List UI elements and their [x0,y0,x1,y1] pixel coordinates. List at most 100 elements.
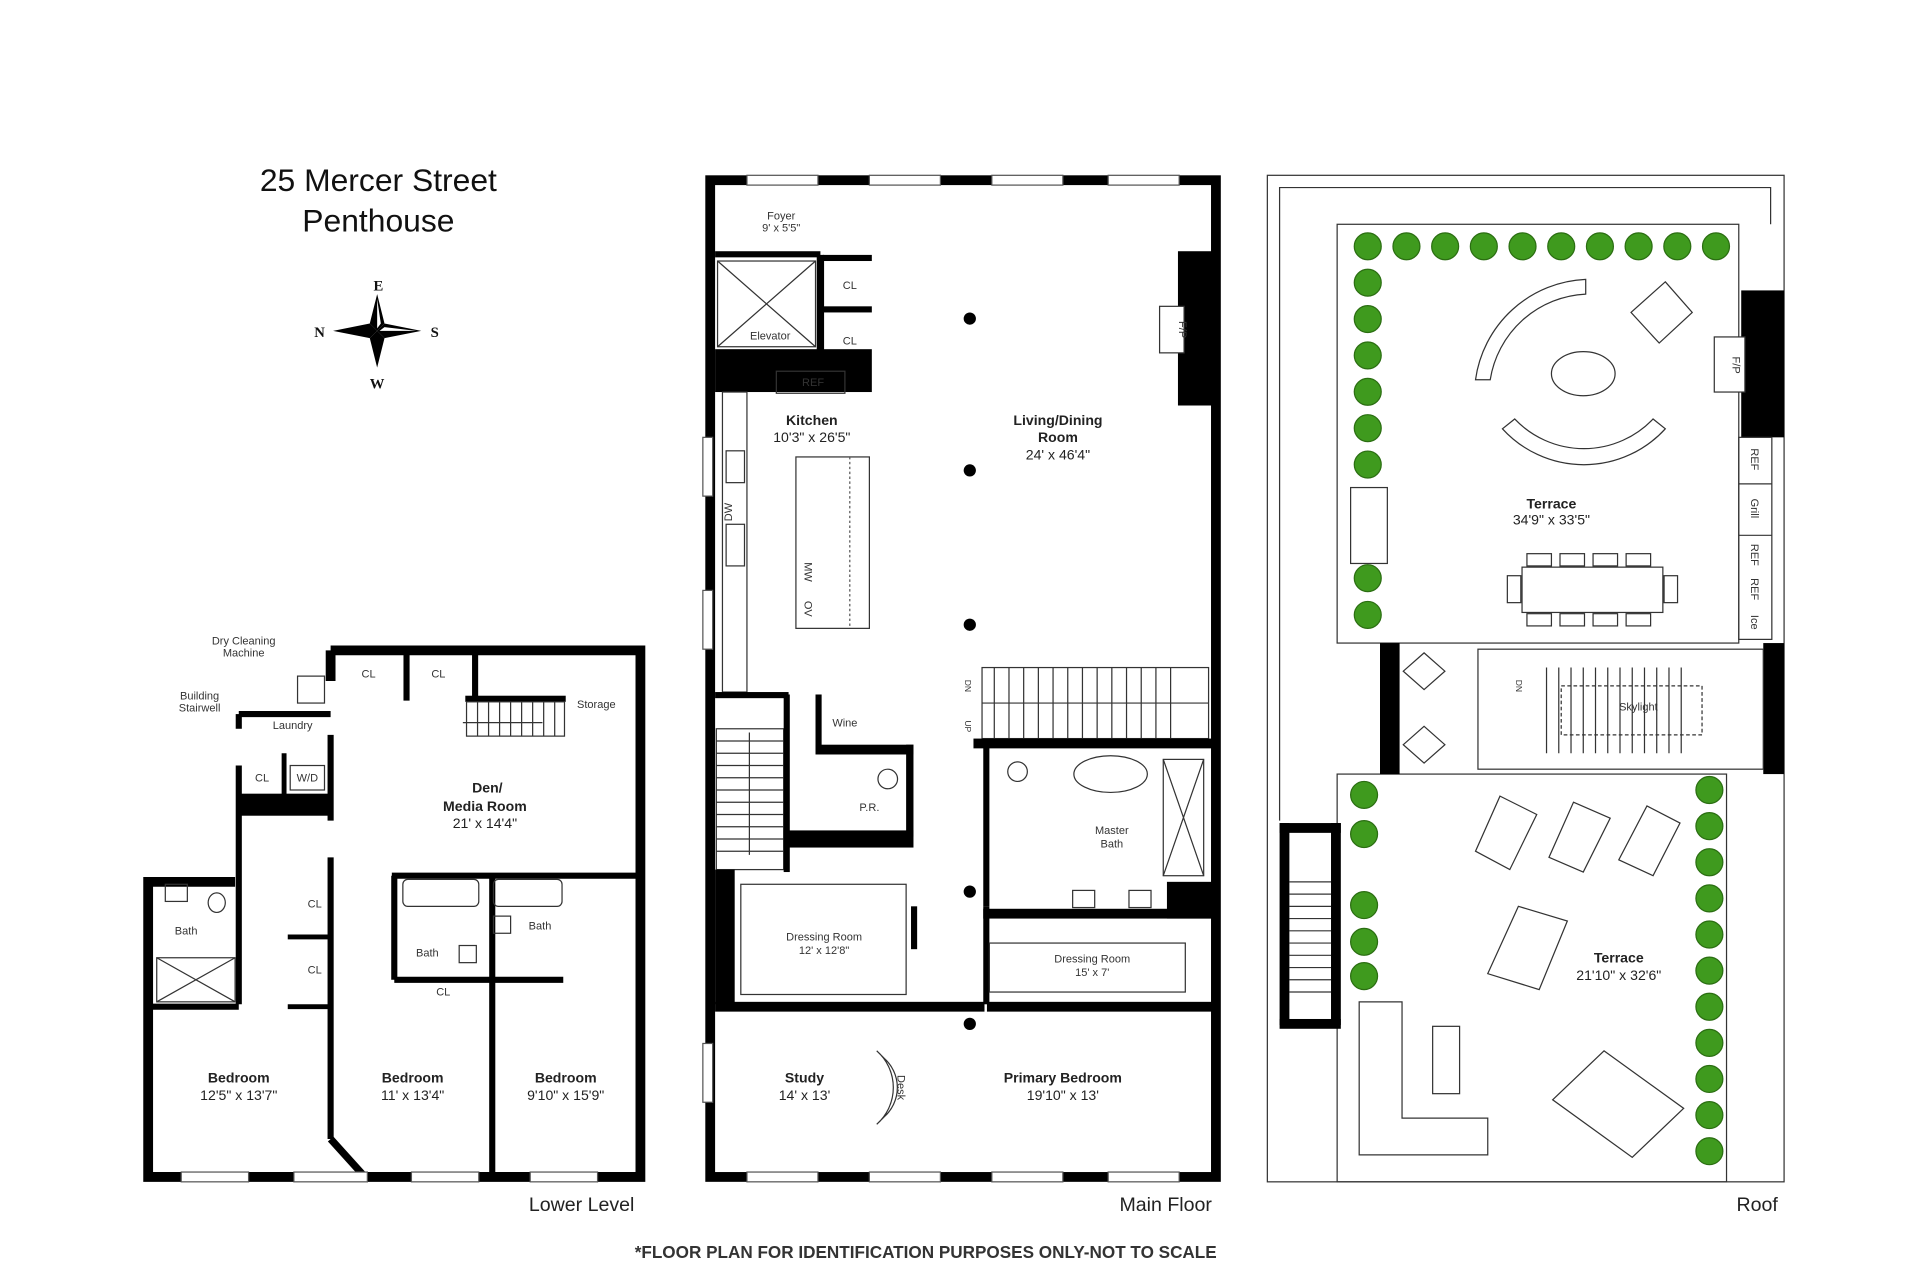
dry-cleaning-machine-icon [296,675,326,704]
plant-icon [1695,1137,1724,1166]
label-terrace: Terrace [1527,495,1577,511]
toilet-icon [1007,761,1028,783]
label-den-dimensions: 21' x 14'4" [453,815,517,831]
label-closet: CL [431,668,445,680]
label-den: Den/ [472,779,503,795]
planter-icon [1402,725,1446,764]
label-master: Master [1095,825,1129,837]
plant-icon [1353,304,1382,334]
roof-label: Roof [1736,1194,1778,1216]
sink-icon [1128,889,1152,909]
label-bedroom: Bedroom [208,1070,270,1086]
label-dressing-room-dimensions: 15' x 7' [1075,967,1109,979]
plant-icon [1392,232,1421,261]
label-primary-bedroom: Primary Bedroom [1004,1070,1122,1086]
label-desk: Desk [895,1075,907,1101]
plant-icon [1695,848,1724,877]
label-ice: Ice [1748,615,1760,630]
label-terrace-dimensions: 34'9" x 33'5" [1513,511,1590,527]
plant-icon [1469,232,1498,261]
plant-icon [1695,812,1724,841]
plant-icon [1547,232,1576,261]
label-ref: REF [1748,448,1760,470]
label-media-room: Media Room [443,798,527,814]
plant-icon [1353,341,1382,370]
label-fireplace: F/P [1176,321,1188,338]
stairs-icon [462,701,566,737]
label-down: DN [963,680,973,692]
sectional-sofa-icon [1358,1001,1489,1156]
plant-icon [1695,920,1724,949]
curved-sofa-icon [1501,418,1667,466]
lounge-chairs [1474,795,1681,991]
label-foyer: Foyer [767,210,795,222]
label-kitchen: Kitchen [786,412,838,428]
label-ref: REF [1748,544,1760,566]
plant-icon [1350,780,1379,809]
main-floor-plan: Foyer 9' x 5'5" CL CL Elevator REF Kitch… [702,174,1221,1216]
label-stairwell: Stairwell [179,703,221,715]
compass-east: E [373,278,383,294]
toilet-icon [877,768,899,790]
toilet-icon [207,892,226,914]
label-wine: Wine [832,717,857,729]
plant-icon [1353,414,1382,443]
plant-icon [1350,820,1379,849]
plant-icon [1695,775,1724,805]
side-table-icon [1630,280,1694,344]
label-fireplace: F/P [1730,357,1742,374]
desk-icon [876,1050,898,1125]
label-skylight: Skylight [1619,701,1658,713]
label-storage: Storage [577,699,616,711]
plant-icon [1695,884,1724,913]
label-living-dining: Living/Dining [1013,412,1102,428]
label-living-dimensions: 24' x 46'4" [1026,446,1090,462]
compass-west: W [370,376,385,392]
label-terrace-dimensions: 21'10" x 32'6" [1576,967,1661,983]
label-bedroom: Bedroom [382,1070,444,1086]
plants [1350,232,1731,1166]
daybed-icon [1551,1050,1685,1159]
plant-icon [1695,1101,1724,1130]
compass-south: S [431,325,439,341]
disclaimer: *FLOOR PLAN FOR IDENTIFICATION PURPOSES … [635,1242,1217,1262]
label-closet: CL [436,987,450,999]
plant-icon [1695,1028,1724,1057]
label-bedroom: Bedroom [535,1070,597,1086]
label-dressing-room: Dressing Room [786,932,862,944]
columns [963,312,976,1030]
lower-level-label: Lower Level [529,1194,635,1216]
label-dressing-room: Dressing Room [1054,954,1130,966]
label-closet: CL [308,899,322,911]
plant-icon [1350,962,1379,991]
label-laundry: Laundry [273,720,313,732]
plant-icon [1431,232,1460,261]
label-down: DN [1514,680,1524,692]
label-elevator: Elevator [750,330,791,342]
lower-level-plan: Dry Cleaning Machine Building Stairwell … [143,635,646,1216]
compass-icon: E N S W [314,278,438,392]
plant-icon [1350,891,1379,920]
sink-icon [458,944,477,964]
label-bath: Bath [529,921,552,933]
label-room: Room [1038,429,1078,445]
shower-icon [156,957,236,1003]
plant-icon [1353,450,1382,479]
label-study-dimensions: 14' x 13' [779,1087,831,1103]
label-closet: CL [255,772,269,784]
stairs-icon [1545,667,1703,754]
kitchen-island [795,456,870,629]
label-kitchen-dimensions: 10'3" x 26'5" [773,429,850,445]
label-dressing-room-dimensions: 12' x 12'8" [799,945,849,957]
plant-icon [1353,268,1382,297]
label-washer-dryer: W/D [297,772,318,784]
plant-icon [1353,232,1382,261]
round-table-icon [1550,351,1616,397]
label-study: Study [785,1070,824,1086]
label-powder-room: P.R. [859,802,879,814]
elevator-icon [716,260,817,348]
label-machine: Machine [223,648,265,660]
label-bath: Bath [416,948,439,960]
plant-icon [1663,232,1692,261]
